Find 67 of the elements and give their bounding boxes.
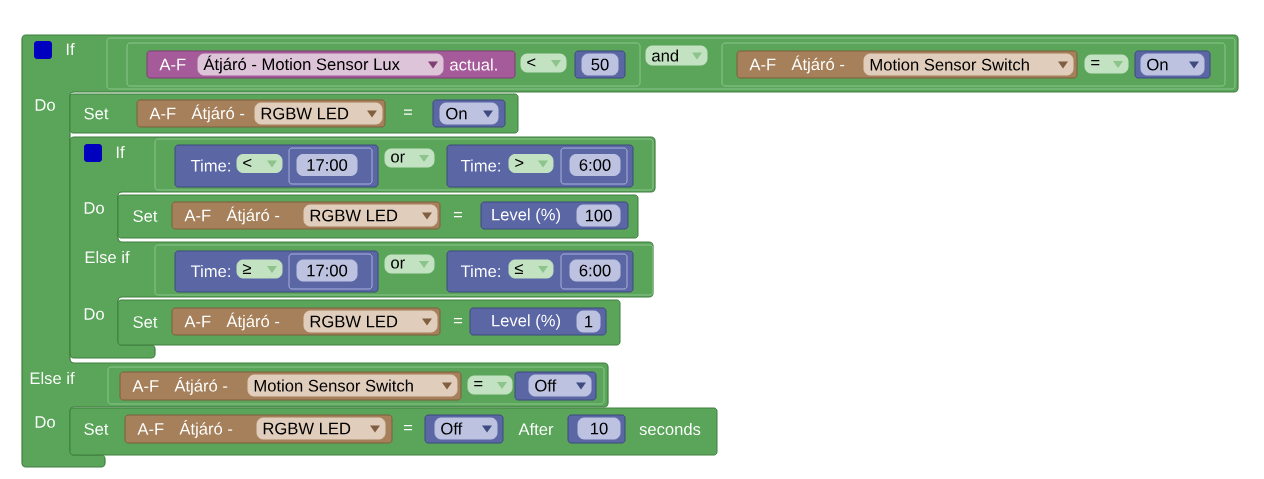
block-label: Set bbox=[84, 107, 109, 120]
block-label: Do bbox=[35, 416, 55, 428]
block-label: Level (%) bbox=[492, 314, 560, 330]
operator-field: and bbox=[645, 45, 708, 66]
value-field: 1 bbox=[576, 310, 601, 333]
block-label: seconds bbox=[639, 422, 701, 436]
dropdown-field: Motion Sensor Switch bbox=[863, 53, 1074, 76]
block-label: A-F bbox=[749, 58, 776, 71]
block-label: Átjáró - bbox=[179, 420, 233, 438]
block-label: Do bbox=[84, 308, 104, 320]
block-label: A-F bbox=[159, 58, 186, 71]
block-label: A-F bbox=[184, 209, 211, 222]
value-field: Off bbox=[528, 374, 592, 397]
dropdown-field: Átjáró - Motion Sensor Lux bbox=[197, 53, 444, 76]
block-label: Átjáró - bbox=[791, 55, 845, 74]
dropdown-field: RGBW LED bbox=[254, 102, 383, 125]
block-label: Time: bbox=[460, 264, 500, 278]
value-field: 10 bbox=[577, 417, 621, 440]
block-label: Time: bbox=[190, 264, 230, 278]
operator-field: or bbox=[384, 148, 435, 168]
block-label: = bbox=[454, 211, 463, 218]
block-label: = bbox=[454, 317, 463, 324]
block-label: Átjáró - bbox=[174, 377, 228, 395]
block-label: Else if bbox=[85, 250, 130, 264]
block-label: Do bbox=[84, 202, 104, 214]
block-label: A-F bbox=[132, 380, 159, 392]
block-label: Else if bbox=[30, 371, 75, 385]
value-field: 6:00 bbox=[569, 154, 621, 176]
block-label: actual. bbox=[450, 58, 497, 71]
dropdown-field: RGBW LED bbox=[256, 417, 386, 440]
operator-field: ≤ bbox=[508, 259, 554, 279]
value-field: On bbox=[1140, 53, 1205, 76]
value-field: 50 bbox=[581, 53, 619, 76]
dropdown-field: RGBW LED bbox=[303, 310, 438, 333]
dropdown-field: Motion Sensor Switch bbox=[247, 374, 458, 397]
block-label: = bbox=[404, 424, 413, 431]
operator-field: < bbox=[520, 53, 567, 73]
value-field: 17:00 bbox=[296, 259, 358, 282]
block-label: A-F bbox=[149, 107, 176, 120]
value-field: Off bbox=[434, 417, 498, 440]
value-field: 100 bbox=[576, 204, 621, 227]
operator-field: or bbox=[384, 254, 435, 274]
block-label: A-F bbox=[137, 423, 164, 435]
value-field: 6:00 bbox=[569, 259, 621, 282]
block-label: Átjáró - bbox=[226, 206, 280, 225]
block-label: A-F bbox=[184, 315, 211, 328]
block-label: Set bbox=[84, 423, 109, 435]
block-label: = bbox=[404, 109, 413, 115]
block-label: Átjáró - bbox=[191, 104, 245, 123]
block-label: Level (%) bbox=[492, 208, 560, 224]
value-field: 17:00 bbox=[296, 154, 358, 176]
operator-field: = bbox=[467, 375, 513, 395]
block-label: Set bbox=[133, 316, 158, 328]
block-label: Set bbox=[133, 210, 158, 222]
block-label: Time: bbox=[460, 159, 500, 172]
operator-field: < bbox=[236, 154, 283, 173]
block-label: Do bbox=[35, 99, 55, 111]
operator-field: > bbox=[508, 154, 554, 173]
block-label: After bbox=[518, 422, 554, 436]
block-label: Time: bbox=[190, 159, 230, 172]
operator-field: = bbox=[1084, 54, 1129, 74]
value-field: On bbox=[439, 102, 499, 125]
block-label: If bbox=[116, 146, 125, 158]
dropdown-field: RGBW LED bbox=[303, 204, 438, 227]
block-label: Átjáró - bbox=[226, 312, 280, 331]
block-label: If bbox=[66, 43, 75, 55]
operator-field: ≥ bbox=[236, 259, 283, 279]
